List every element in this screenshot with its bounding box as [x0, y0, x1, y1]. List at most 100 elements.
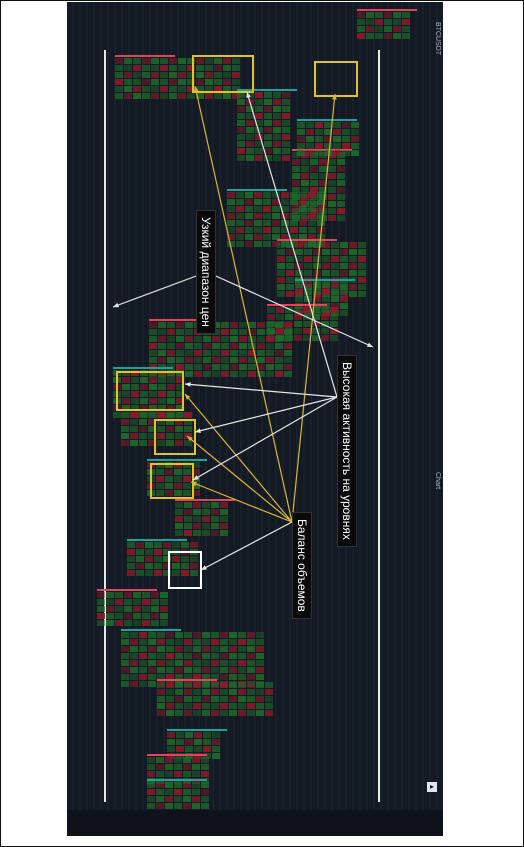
footprint-cell — [299, 220, 307, 226]
footprint-cell — [176, 357, 184, 363]
footprint-cell — [178, 79, 186, 85]
footprint-cell — [295, 242, 303, 248]
chart-canvas[interactable] — [67, 2, 443, 836]
chart-tab-label[interactable]: Chart — [434, 472, 441, 490]
footprint-cell — [275, 357, 283, 363]
footprint-cell — [151, 620, 159, 626]
footprint-cell — [185, 329, 193, 335]
footprint-cell — [337, 187, 345, 193]
footprint-cell — [220, 632, 228, 638]
footprint-cell — [220, 502, 228, 508]
volume-bar — [237, 89, 297, 91]
footprint-cell — [247, 646, 255, 652]
footprint-cell — [328, 187, 336, 193]
footprint-cell — [201, 789, 209, 795]
footprint-cell — [239, 336, 247, 342]
footprint-cell — [297, 129, 305, 135]
footprint-cell — [223, 58, 231, 64]
footprint-cell — [154, 570, 162, 576]
footprint-cell — [267, 314, 275, 320]
footprint-cell — [308, 199, 316, 205]
footprint-cell — [337, 194, 345, 200]
footprint-cell — [211, 509, 219, 515]
footprint-cell — [183, 476, 191, 482]
footprint-cell — [211, 703, 219, 709]
footprint-cell — [174, 490, 182, 496]
footprint-cell — [263, 199, 271, 205]
footprint-cell — [321, 307, 329, 313]
footprint-cell — [340, 310, 348, 316]
footprint-cell — [165, 476, 173, 482]
footprint-cell — [167, 357, 175, 363]
arrow-range-1-head — [113, 302, 119, 308]
footprint-cell — [176, 350, 184, 356]
footprint-cell — [229, 689, 237, 695]
footprint-cell — [358, 263, 366, 269]
footprint-cell — [140, 405, 148, 411]
footprint-cell — [121, 412, 129, 418]
footprint-cell — [160, 72, 168, 78]
footprint-cell — [221, 371, 229, 377]
footprint-cell — [306, 122, 314, 128]
footprint-cell — [201, 771, 209, 777]
footprint-cell — [236, 220, 244, 226]
footprint-cell — [256, 639, 264, 645]
footprint-cell — [256, 682, 264, 688]
footprint-cell — [140, 391, 148, 397]
arrow-balance-4 — [186, 435, 293, 523]
footprint-cell — [237, 141, 245, 147]
footprint-cell — [357, 19, 365, 25]
footprint-cell — [257, 322, 265, 328]
footprint-cell — [121, 440, 129, 446]
footprint-cell — [172, 542, 180, 548]
footprint-cell — [375, 33, 383, 39]
footprint-cell — [139, 646, 147, 652]
footprint-cell — [402, 26, 410, 32]
footprint-cell — [192, 796, 200, 802]
footprint-cell — [133, 58, 141, 64]
footprint-cell — [211, 696, 219, 702]
footprint-cell — [304, 282, 312, 288]
footprint-cell — [255, 134, 263, 140]
footprint-cell — [185, 364, 193, 370]
footprint-cell — [175, 502, 183, 508]
footprint-cell — [175, 509, 183, 515]
footprint-cell — [248, 336, 256, 342]
footprint-cell — [181, 570, 189, 576]
footprint-cell — [166, 667, 174, 673]
footprint-cell — [263, 241, 271, 247]
footprint-cell — [328, 215, 336, 221]
footprint-cell — [97, 613, 105, 619]
footprint-cell — [317, 192, 325, 198]
footprint-cell — [340, 256, 348, 262]
footprint-cell — [124, 606, 132, 612]
footprint-cell — [214, 65, 222, 71]
footprint-cell — [322, 282, 330, 288]
footprint-cell — [247, 639, 255, 645]
footprint-cell — [255, 120, 263, 126]
footprint-cell — [166, 653, 174, 659]
expand-icon[interactable]: ▸ — [427, 782, 437, 792]
footprint-cell — [202, 639, 210, 645]
footprint-cell — [202, 632, 210, 638]
footprint-cell — [273, 141, 281, 147]
highlight-box — [192, 55, 254, 93]
footprint-cell — [205, 65, 213, 71]
footprint-cell — [315, 122, 323, 128]
footprint-cell — [167, 350, 175, 356]
footprint-cell — [181, 556, 189, 562]
footprint-cell — [190, 570, 198, 576]
footprint-cell — [286, 284, 294, 290]
footprint-cell — [193, 530, 201, 536]
footprint-cell — [167, 336, 175, 342]
footprint-cell — [292, 208, 300, 214]
footprint-cell — [127, 563, 135, 569]
footprint-cell — [136, 556, 144, 562]
footprint-cell — [246, 141, 254, 147]
footprint-cell — [211, 689, 219, 695]
footprint-cell — [140, 398, 148, 404]
footprint-cell — [194, 350, 202, 356]
footprint-chart[interactable]: BTCUSDT Chart ▸ — [67, 2, 443, 836]
footprint-cell — [163, 563, 171, 569]
footprint-cell — [130, 433, 138, 439]
